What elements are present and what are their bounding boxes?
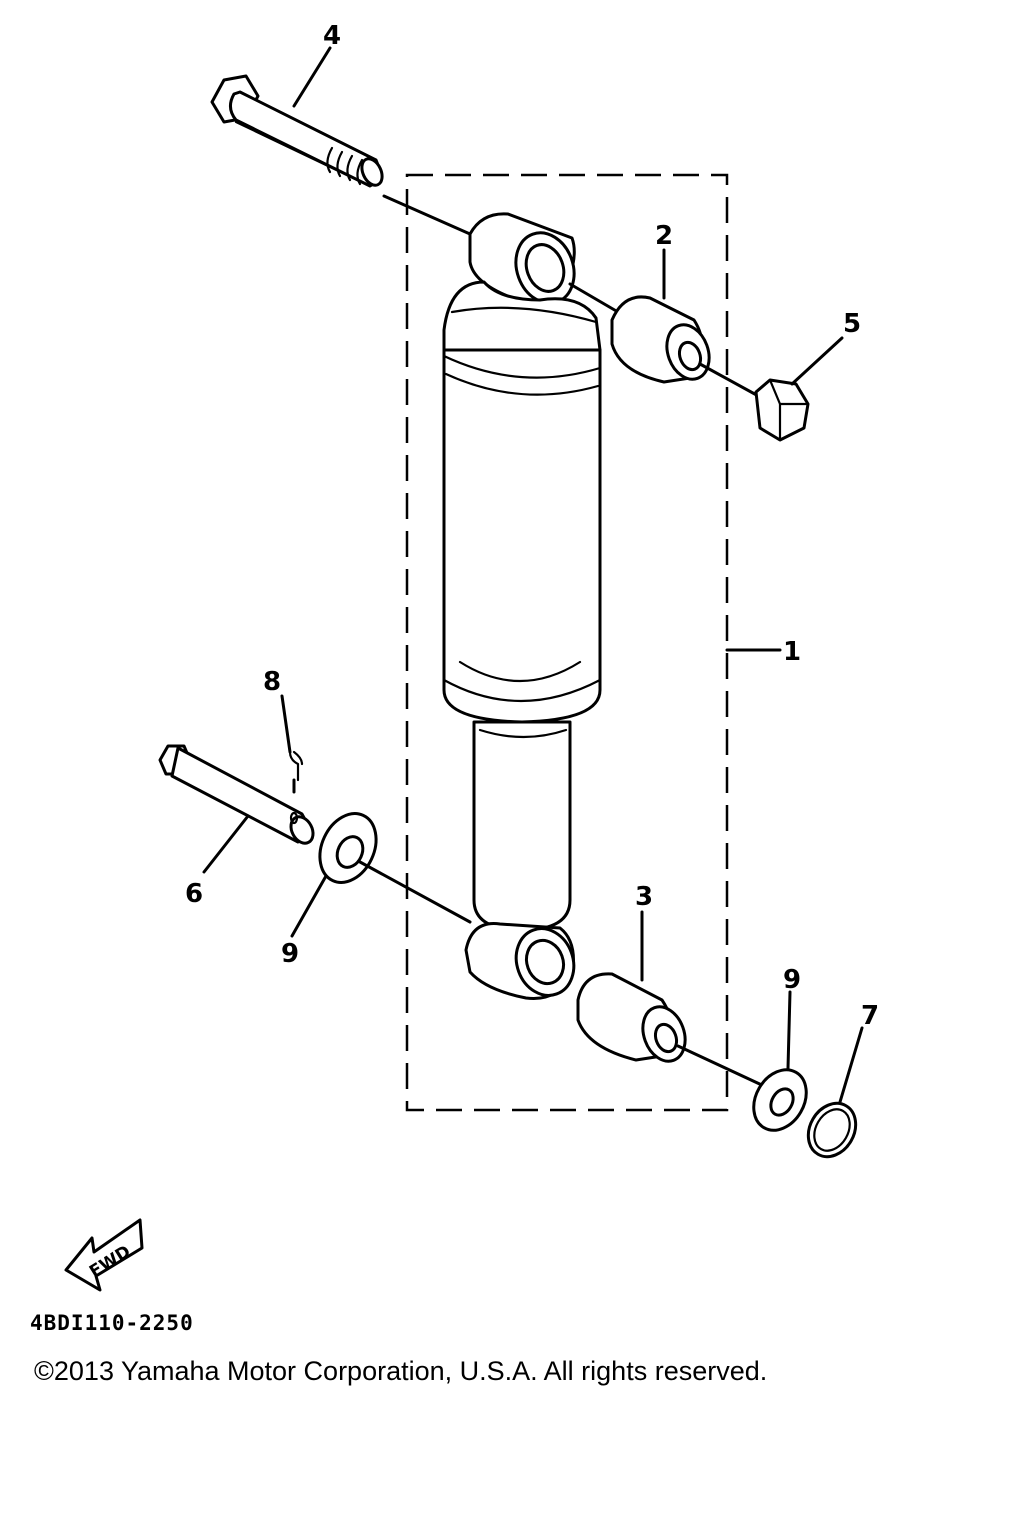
part-code: 4BDI110-2250 — [30, 1311, 194, 1335]
callout-1: 1 — [783, 637, 801, 667]
callout-2: 2 — [655, 221, 673, 251]
callout-labels: 1 2 3 4 5 6 7 8 9 9 — [185, 21, 879, 1031]
callout-8: 8 — [263, 667, 281, 697]
forward-arrow-icon — [64, 1218, 144, 1292]
collar-part-3 — [576, 972, 766, 1088]
washer-part-7 — [806, 1101, 858, 1159]
forward-direction-indicator: FWD — [64, 1218, 144, 1292]
callout-5: 5 — [843, 309, 861, 339]
callout-4: 4 — [323, 21, 341, 51]
assembly-boundary — [405, 173, 782, 1112]
callout-6: 6 — [185, 879, 203, 909]
copyright-notice: ©2013 Yamaha Motor Corporation, U.S.A. A… — [34, 1356, 767, 1386]
cotter-pin-part-8 — [288, 750, 304, 794]
callout-9-lower: 9 — [783, 965, 801, 995]
callout-7: 7 — [861, 1001, 879, 1031]
callout-3: 3 — [635, 882, 653, 912]
collar-part-2 — [610, 295, 764, 400]
leader-lines — [202, 46, 864, 1104]
nut-part-5 — [754, 378, 810, 442]
bolt-part-4 — [210, 74, 472, 236]
callout-9-upper: 9 — [281, 939, 299, 969]
washer-part-9-upper — [318, 812, 472, 924]
shock-absorber-part-1 — [442, 212, 620, 1001]
washer-part-9-lower — [752, 1068, 808, 1132]
pin-part-6 — [158, 744, 315, 845]
